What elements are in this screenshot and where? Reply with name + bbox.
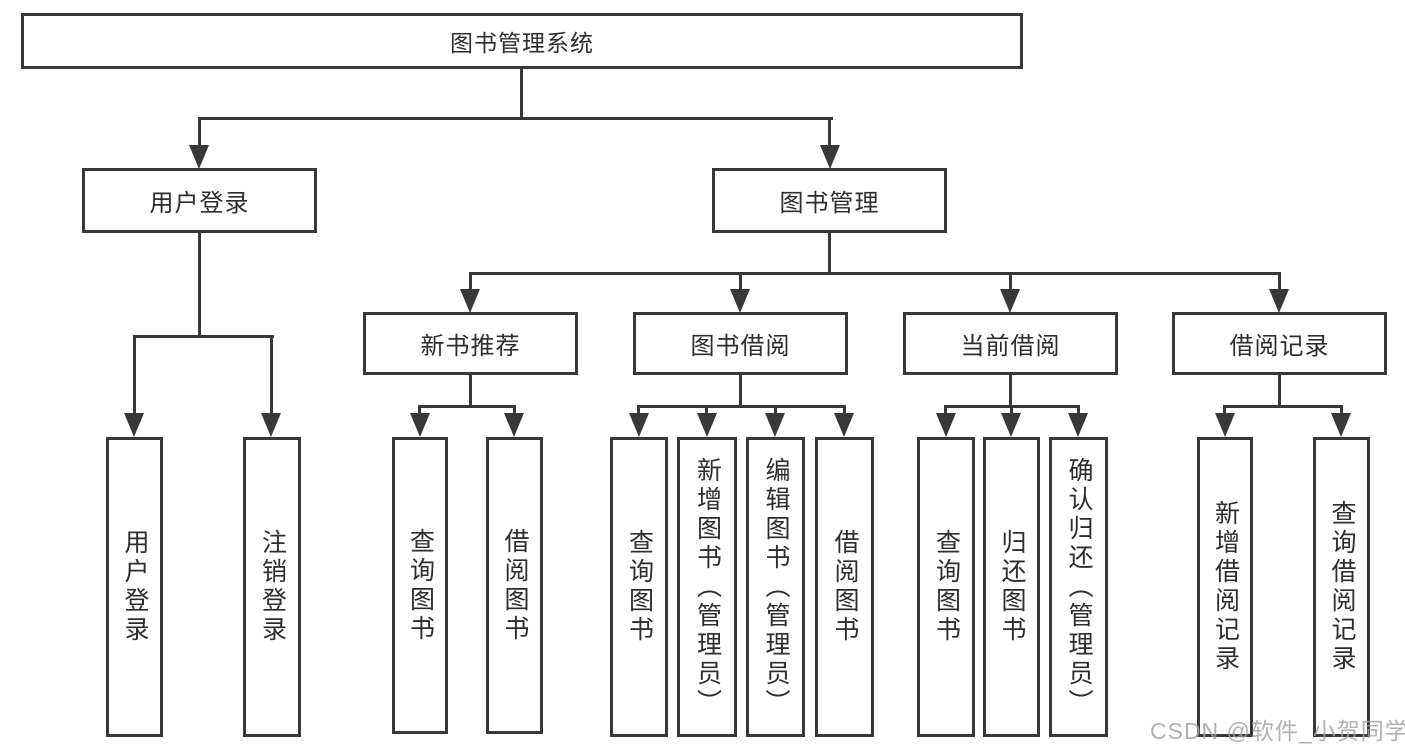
connector-line [739, 375, 742, 405]
leaf-query-books-recommend: 查询图书 [392, 437, 448, 734]
node-borrowing-records: 借阅记录 [1172, 312, 1387, 375]
node-library-system-label: 图书管理系统 [450, 30, 594, 56]
arrowhead-down-icon [1000, 289, 1020, 313]
connector-line [1077, 405, 1080, 416]
connector-line [1009, 375, 1012, 405]
leaf-query-books-label: 查询图书 [625, 529, 654, 645]
connector-line [270, 335, 273, 414]
leaf-borrow-books: 借阅图书 [815, 437, 874, 737]
leaf-edit-books-admin-label: 编辑图书（管理员） [762, 456, 790, 718]
connector-line [469, 272, 472, 291]
leaf-query-books: 查询图书 [610, 437, 668, 737]
arrowhead-down-icon [410, 413, 430, 437]
node-user-login-label: 用户登录 [149, 190, 250, 217]
arrowhead-down-icon [730, 289, 750, 313]
connector-line [1223, 405, 1342, 408]
connector-line [739, 272, 742, 291]
connector-line [1278, 375, 1281, 405]
node-borrowing-records-label: 借阅记录 [1229, 333, 1330, 360]
connector-line [705, 405, 708, 416]
connector-line [198, 117, 201, 148]
connector-line [828, 117, 831, 148]
arrowhead-down-icon [261, 413, 281, 437]
leaf-borrow-books-recommend-label: 借阅图书 [501, 527, 529, 644]
connector-line [198, 117, 833, 120]
connector-line [198, 231, 201, 335]
node-current-borrowing-label: 当前借阅 [960, 333, 1061, 360]
arrowhead-down-icon [765, 413, 785, 437]
leaf-add-borrow-record: 新增借阅记录 [1197, 437, 1253, 737]
leaf-add-books-admin: 新增图书（管理员） [677, 437, 737, 737]
connector-line [637, 405, 640, 416]
connector-line [843, 405, 846, 416]
node-book-management: 图书管理 [712, 168, 947, 233]
leaf-logout: 注销登录 [243, 437, 301, 737]
arrowhead-down-icon [189, 145, 209, 169]
leaf-edit-books-admin: 编辑图书（管理员） [746, 437, 805, 737]
node-new-book-recommendation-label: 新书推荐 [420, 333, 521, 360]
node-book-borrowing: 图书借阅 [633, 312, 848, 375]
leaf-query-borrow-record: 查询借阅记录 [1313, 437, 1370, 737]
connector-line [469, 272, 1281, 275]
connector-line [418, 405, 421, 416]
connector-line [513, 405, 516, 416]
connector-line [469, 375, 472, 405]
arrowhead-down-icon [504, 413, 524, 437]
leaf-borrow-books-recommend: 借阅图书 [486, 437, 543, 734]
arrowhead-down-icon [124, 413, 144, 437]
leaf-user-login-label: 用户登录 [121, 529, 149, 645]
arrowhead-down-icon [834, 413, 854, 437]
connector-line [944, 405, 947, 416]
node-user-login: 用户登录 [82, 168, 317, 233]
arrowhead-down-icon [1001, 413, 1021, 437]
leaf-user-login: 用户登录 [106, 437, 163, 737]
connector-line [520, 69, 523, 117]
watermark: CSDN @软件_小贺同学 [1150, 718, 1405, 744]
node-current-borrowing: 当前借阅 [903, 312, 1118, 375]
arrowhead-down-icon [460, 289, 480, 313]
leaf-query-books-recommend-label: 查询图书 [406, 527, 435, 644]
arrowhead-down-icon [697, 413, 717, 437]
node-library-system: 图书管理系统 [21, 13, 1023, 69]
leaf-return-books: 归还图书 [983, 437, 1040, 737]
leaf-confirm-return-admin-label: 确认归还（管理员） [1065, 456, 1093, 718]
leaf-confirm-return-admin: 确认归还（管理员） [1049, 437, 1108, 737]
connector-line [774, 405, 777, 416]
connector-line [133, 335, 274, 338]
connector-line [133, 335, 136, 414]
connector-line [1278, 272, 1281, 291]
leaf-borrow-books-label: 借阅图书 [831, 529, 859, 645]
leaf-query-books-current-label: 查询图书 [932, 529, 961, 645]
leaf-logout-label: 注销登录 [258, 529, 287, 645]
connector-line [1340, 405, 1343, 416]
arrowhead-down-icon [1068, 413, 1088, 437]
connector-line [1223, 405, 1226, 416]
arrowhead-down-icon [936, 413, 956, 437]
node-new-book-recommendation: 新书推荐 [363, 312, 578, 375]
arrowhead-down-icon [1215, 413, 1235, 437]
connector-line [419, 405, 516, 408]
leaf-query-borrow-record-label: 查询借阅记录 [1328, 500, 1356, 674]
leaf-add-books-admin-label: 新增图书（管理员） [693, 456, 722, 718]
arrowhead-down-icon [820, 145, 840, 169]
arrowhead-down-icon [1331, 413, 1351, 437]
connector-line [638, 405, 846, 408]
node-book-management-label: 图书管理 [779, 190, 880, 217]
arrowhead-down-icon [1269, 289, 1289, 313]
leaf-return-books-label: 归还图书 [998, 529, 1026, 645]
connector-line [1010, 405, 1013, 416]
arrowhead-down-icon [629, 413, 649, 437]
leaf-add-borrow-record-label: 新增借阅记录 [1211, 500, 1240, 674]
connector-line [1009, 272, 1012, 291]
node-book-borrowing-label: 图书借阅 [690, 333, 791, 360]
leaf-query-books-current: 查询图书 [917, 437, 975, 737]
connector-line [828, 233, 831, 272]
